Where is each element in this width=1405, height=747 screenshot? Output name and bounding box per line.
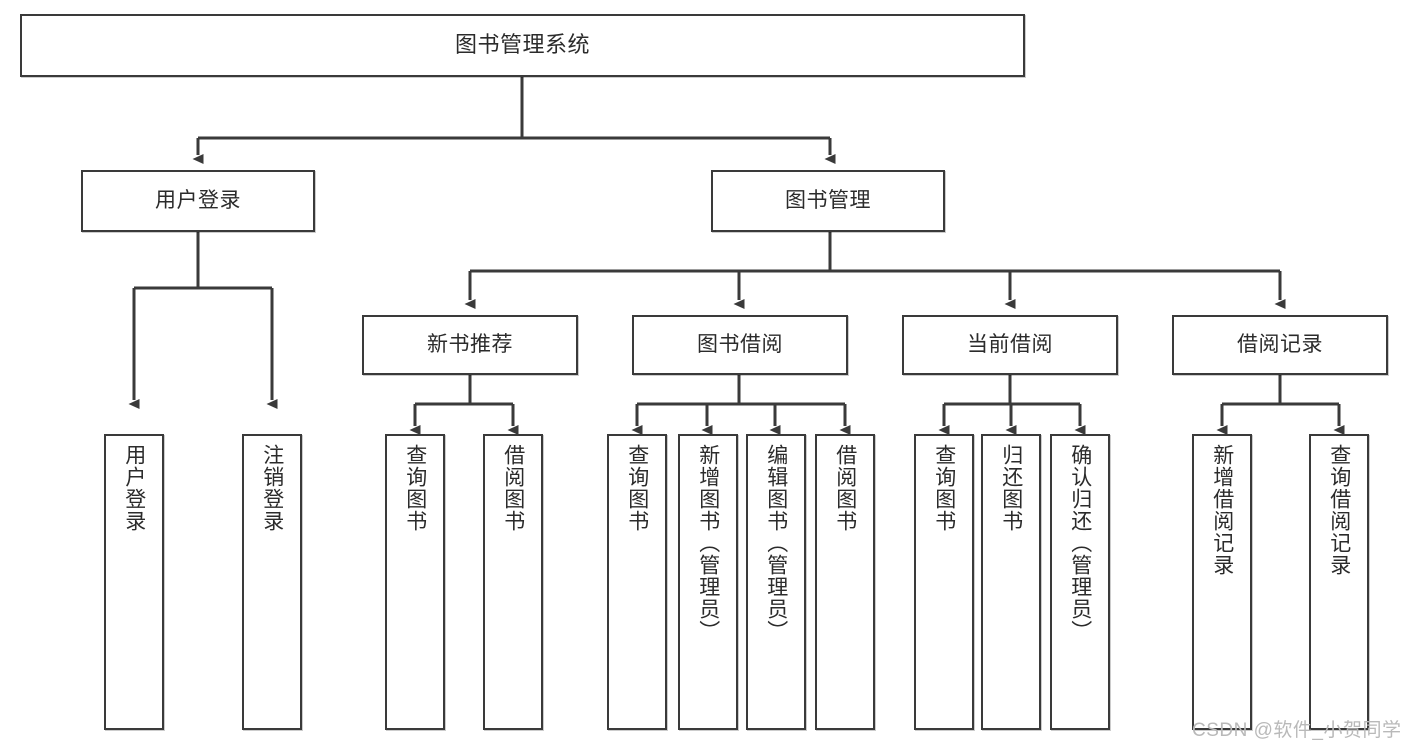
node-borrow-record-label: 借阅记录 [1237,333,1323,357]
node-leaf-return-book-label: 归还图书 [999,444,1023,532]
node-leaf-confirm-return-label: 确认归还（管理员） [1068,444,1092,642]
node-user-login-label: 用户登录 [155,189,241,213]
node-leaf-query-book-2[interactable]: 查询图书 [607,434,667,730]
node-leaf-add-book-label: 新增图书（管理员） [696,444,720,642]
node-leaf-query-book-1[interactable]: 查询图书 [385,434,445,730]
watermark-text: CSDN @软件_小贺同学 [1192,720,1402,741]
node-leaf-user-login-label: 用户登录 [122,444,146,532]
node-leaf-query-book-1-label: 查询图书 [403,444,427,532]
node-leaf-add-record-label: 新增借阅记录 [1210,444,1234,576]
node-book-manage[interactable]: 图书管理 [711,170,945,232]
node-borrow-record[interactable]: 借阅记录 [1172,315,1388,375]
node-leaf-user-login[interactable]: 用户登录 [104,434,164,730]
node-leaf-logout-label: 注销登录 [260,444,284,532]
node-leaf-borrow-book-1-label: 借阅图书 [501,444,525,532]
node-user-login[interactable]: 用户登录 [81,170,315,232]
node-new-book-recommend[interactable]: 新书推荐 [362,315,578,375]
node-book-manage-label: 图书管理 [785,189,871,213]
node-root-label: 图书管理系统 [454,32,590,58]
node-leaf-borrow-book-2[interactable]: 借阅图书 [815,434,875,730]
node-leaf-borrow-book-1[interactable]: 借阅图书 [483,434,543,730]
node-leaf-query-record[interactable]: 查询借阅记录 [1309,434,1369,730]
node-leaf-add-record[interactable]: 新增借阅记录 [1192,434,1252,730]
node-leaf-borrow-book-2-label: 借阅图书 [833,444,857,532]
node-leaf-query-book-3[interactable]: 查询图书 [914,434,974,730]
node-leaf-edit-book[interactable]: 编辑图书（管理员） [746,434,806,730]
node-root[interactable]: 图书管理系统 [20,14,1025,77]
node-current-borrow-label: 当前借阅 [967,333,1053,357]
node-current-borrow[interactable]: 当前借阅 [902,315,1118,375]
node-leaf-return-book[interactable]: 归还图书 [981,434,1041,730]
node-leaf-query-book-2-label: 查询图书 [625,444,649,532]
node-leaf-edit-book-label: 编辑图书（管理员） [764,444,788,642]
node-leaf-logout[interactable]: 注销登录 [242,434,302,730]
node-leaf-add-book[interactable]: 新增图书（管理员） [678,434,738,730]
node-book-borrow-label: 图书借阅 [697,333,783,357]
node-new-book-recommend-label: 新书推荐 [427,333,513,357]
node-leaf-query-book-3-label: 查询图书 [932,444,956,532]
node-book-borrow[interactable]: 图书借阅 [632,315,848,375]
node-leaf-query-record-label: 查询借阅记录 [1327,444,1351,576]
node-leaf-confirm-return[interactable]: 确认归还（管理员） [1050,434,1110,730]
